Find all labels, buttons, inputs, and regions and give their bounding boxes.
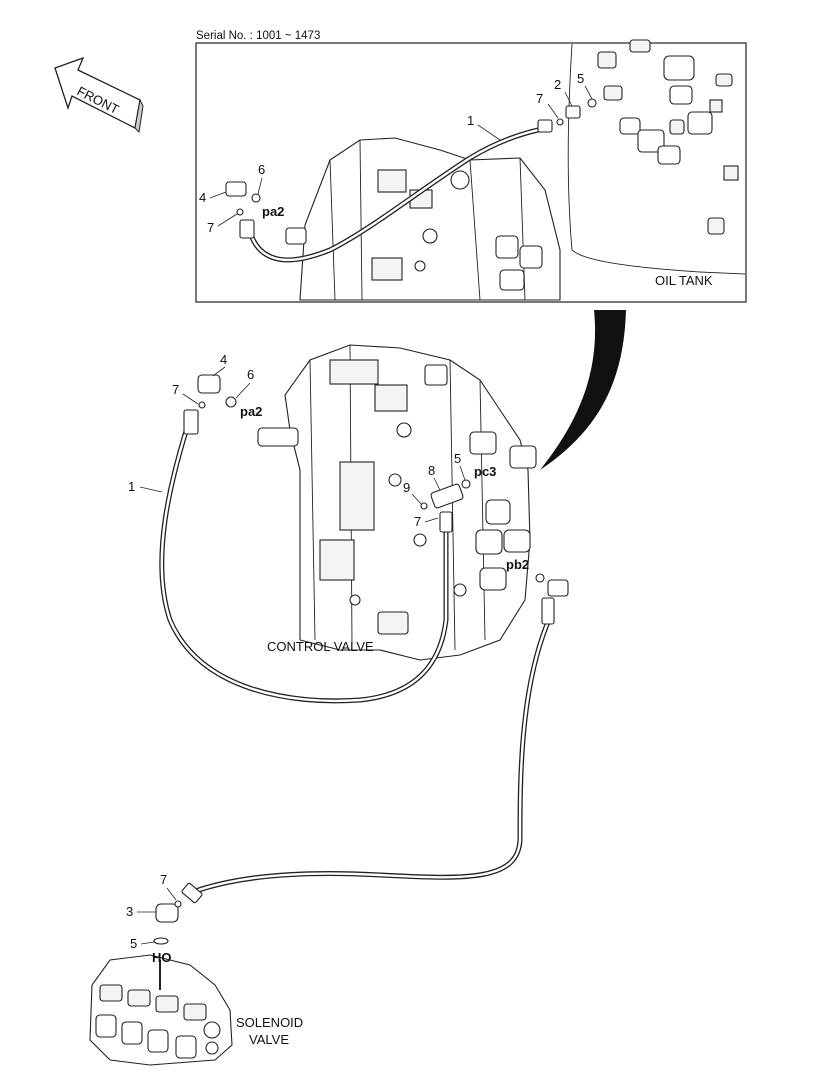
inset-oring-6 <box>251 193 261 203</box>
main-oring-7 <box>198 401 206 409</box>
main-adapter-8 <box>430 483 464 509</box>
main-callout-8: 8 <box>428 463 435 478</box>
main-callout-hose-1: 1 <box>128 479 135 494</box>
serial-number-text: Serial No. : 1001 ~ 1473 <box>196 30 320 42</box>
main-oring-6 <box>225 396 237 408</box>
solenoid-port-ho: HO <box>152 950 172 965</box>
main-control-valve: CONTROL VALVE <box>257 344 537 661</box>
main-callout-7: 7 <box>172 382 179 397</box>
main-port-pb2: pb2 <box>506 557 529 572</box>
solenoid-oring-7 <box>174 900 182 908</box>
solenoid-valve <box>89 954 233 1066</box>
pb2-hose-end <box>541 597 555 625</box>
control-valve-caption: CONTROL VALVE <box>267 639 374 654</box>
inset-callout-5: 5 <box>577 71 584 86</box>
main-port-pc3: pc3 <box>474 464 496 479</box>
main-callout-5: 5 <box>454 451 461 466</box>
main-oring-5 <box>461 479 471 489</box>
solenoid-callout-7: 7 <box>160 872 167 887</box>
solenoid-caption-line1: SOLENOID <box>236 1015 303 1030</box>
main-callout-4: 4 <box>220 352 227 367</box>
pb2-oring <box>535 573 545 583</box>
inset-callout-6: 6 <box>258 162 265 177</box>
inset-callout-7-top: 7 <box>536 91 543 106</box>
solenoid-caption-line2: VALVE <box>249 1032 289 1047</box>
inset-oring-7 <box>556 118 564 126</box>
inset-hose-end-pa2 <box>239 219 255 239</box>
inset-callout-2: 2 <box>554 77 561 92</box>
solenoid-hose-end <box>181 882 203 904</box>
main-callout-6: 6 <box>247 367 254 382</box>
main-callout-7-b: 7 <box>414 514 421 529</box>
main-elbow-4 <box>197 374 221 394</box>
main-hose-long <box>189 621 551 896</box>
main-callout-9: 9 <box>403 480 410 495</box>
main-port-pa2: pa2 <box>240 404 262 419</box>
inset-oring-7-left <box>236 208 244 216</box>
inset-port-pa2: pa2 <box>262 204 284 219</box>
detail-connector-arrow <box>540 310 626 470</box>
main-oring-9 <box>420 502 428 510</box>
main-hose-end-pa2 <box>183 409 199 435</box>
inset-detail: 1 2 5 7 4 6 7 pa2 OIL TANK <box>195 39 747 303</box>
inset-hose-end-tank <box>537 119 553 133</box>
oil-tank-outline <box>567 43 746 275</box>
front-arrow: FRONT <box>54 56 144 134</box>
oil-tank-fittings <box>597 39 739 235</box>
main-hose-end-pc3 <box>439 511 453 533</box>
inset-callout-7-left: 7 <box>207 220 214 235</box>
inset-callout-hose-1: 1 <box>467 113 474 128</box>
pb2-elbow <box>547 579 569 597</box>
solenoid-elbow-3 <box>155 903 179 923</box>
inset-control-valve <box>285 137 561 301</box>
inset-oring-5 <box>587 98 597 108</box>
solenoid-callout-3: 3 <box>126 904 133 919</box>
inset-elbow-4 <box>225 181 247 197</box>
oil-tank-caption: OIL TANK <box>655 273 713 288</box>
inset-callout-4: 4 <box>199 190 206 205</box>
solenoid-oring-5 <box>153 937 169 945</box>
solenoid-callout-5: 5 <box>130 936 137 951</box>
inset-part-2 <box>565 105 581 119</box>
